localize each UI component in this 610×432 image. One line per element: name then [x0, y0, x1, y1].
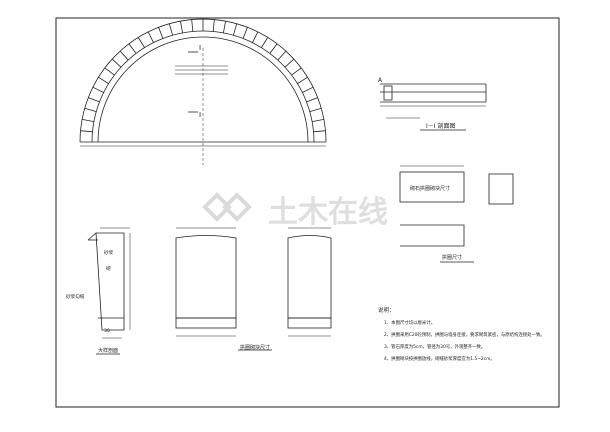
- block-label: 砌石拱圈砌块尺寸: [410, 185, 450, 192]
- ring-block-title: 拱圈砌块尺寸: [240, 344, 270, 351]
- voussoir-joint: [313, 130, 326, 133]
- voussoir-joint: [284, 58, 295, 68]
- voussoir-joint: [88, 97, 100, 103]
- ring-block-side-outline: [287, 235, 332, 319]
- voussoir-joint: [158, 27, 164, 39]
- notes: 说明： 1、本图尺寸均以厘米计。 2、拱圈采用C20砼预制，拱圈与墙身连接，要求…: [378, 306, 545, 362]
- voussoir-joint: [104, 67, 115, 76]
- voussoir-joint: [82, 119, 94, 122]
- voussoir-joint: [312, 119, 324, 122]
- ring-block-side: [287, 227, 332, 337]
- note-item: 2、拱圈采用C20砼预制，拱圈与墙身连接，要求砌筑紧密，与原结构连接处一致。: [384, 331, 545, 338]
- block-elevation: [399, 165, 514, 263]
- large-section-body: [95, 232, 125, 331]
- voussoir-joint: [306, 97, 318, 103]
- left-annotation: 砂浆勾缝: [66, 293, 85, 300]
- voussoir-joint: [309, 107, 322, 112]
- voussoir-joint: [80, 130, 93, 133]
- arch-intrados: [97, 36, 309, 143]
- notes-heading: 说明：: [378, 306, 395, 314]
- voussoir-joint: [269, 43, 278, 54]
- voussoir-joint: [223, 21, 226, 33]
- voussoir-joint: [261, 37, 269, 48]
- section-mark-a: A: [378, 77, 383, 84]
- voussoir-joint: [233, 23, 238, 36]
- voussoir-joint: [252, 31, 259, 43]
- arch-elevation: [79, 18, 327, 165]
- section-mark-label-top: I: [199, 44, 201, 52]
- block-bottom: [400, 224, 465, 247]
- voussoir-joint: [84, 107, 97, 112]
- ring-block-side-base: [287, 317, 332, 329]
- voussoir-joint: [111, 58, 122, 68]
- block-side: [488, 173, 514, 205]
- section-mark-label-bottom: I: [199, 111, 201, 119]
- large-section-text-1: 砂浆: [104, 249, 114, 256]
- note-item: 4、拱圈砌块按拱圈放线，砌缝砂浆厚度宜为1.5~2cm。: [384, 355, 495, 362]
- voussoir-joint: [98, 76, 109, 84]
- voussoir-joint: [128, 43, 137, 54]
- section-end-block: [383, 85, 393, 101]
- voussoir-joint: [119, 50, 129, 61]
- section-view: [380, 83, 487, 131]
- voussoir-joint: [180, 21, 183, 33]
- voussoir-joint: [297, 76, 308, 84]
- ring-block-front-outline: [175, 235, 237, 319]
- watermark: 土木在线: [202, 192, 388, 230]
- large-section-text-3: 30: [104, 328, 110, 334]
- block-view-title: 拱圈尺寸: [442, 254, 462, 261]
- large-section-title: 大样剖面: [98, 347, 118, 354]
- voussoir-joint: [191, 19, 194, 32]
- note-item: 1、本图尺寸均以厘米计。: [384, 319, 435, 326]
- voussoir-joint: [212, 19, 215, 32]
- voussoir-joint: [168, 23, 173, 36]
- voussoir-joint: [92, 86, 104, 93]
- voussoir-joint: [242, 27, 248, 39]
- block-front: [399, 171, 465, 203]
- large-section-text-2: 砌: [106, 265, 111, 272]
- large-section-lip: [87, 232, 97, 241]
- large-section: [87, 227, 131, 355]
- watermark-logo-icon: [202, 192, 252, 222]
- ring-block-front: [175, 227, 272, 351]
- voussoir-joint: [137, 37, 145, 48]
- voussoir-joint: [291, 67, 302, 76]
- note-item: 3、管石厚度为5cm，管径为30号，外观整齐一致。: [384, 343, 485, 350]
- voussoir-joint: [302, 86, 314, 93]
- arch-voussoirs: [80, 19, 326, 133]
- watermark-text: 土木在线: [268, 195, 388, 230]
- section-title: I－I 剖面图: [426, 122, 455, 130]
- voussoir-joint: [277, 50, 287, 61]
- ring-block-front-base: [175, 317, 237, 329]
- sheet-border: [55, 17, 560, 408]
- voussoir-joint: [147, 31, 154, 43]
